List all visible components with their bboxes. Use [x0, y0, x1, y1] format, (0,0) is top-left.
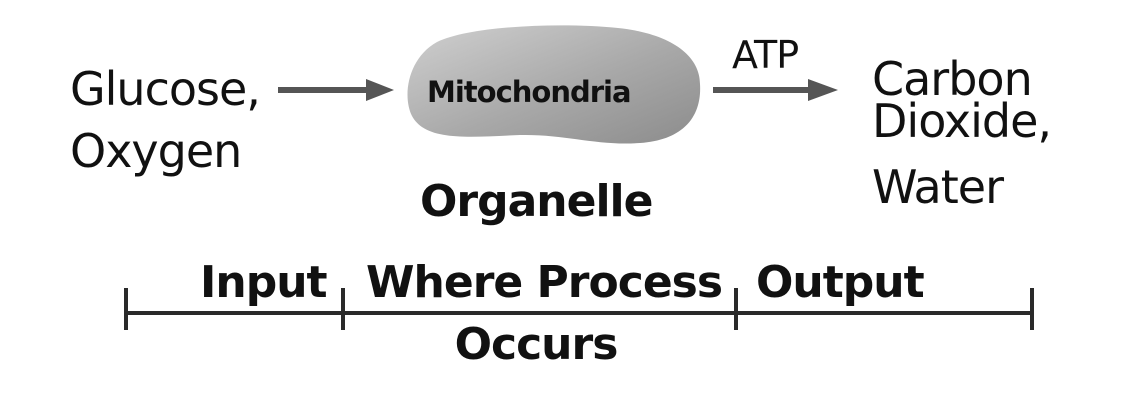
output-arrow [713, 79, 838, 101]
input-line-glucose: Glucose, [70, 62, 261, 116]
output-line-water: Water [872, 160, 1004, 214]
input-line-oxygen: Oxygen [70, 124, 242, 178]
organelle-label: Organelle [420, 176, 653, 227]
timeline-bar [124, 288, 1034, 330]
timeline-output-label: Output [756, 257, 925, 308]
output-substances: Carbon Dioxide, Water [872, 52, 1052, 214]
output-line-carbon: Carbon [872, 52, 1033, 106]
atp-label: ATP [732, 33, 799, 77]
output-line-dioxide: Dioxide, [872, 94, 1052, 148]
input-substances: Glucose, Oxygen [70, 58, 261, 182]
input-arrow [278, 79, 394, 101]
timeline-process-label: Where Process Occurs [366, 256, 723, 372]
timeline-process-label-line1: Where Process [366, 257, 723, 308]
timeline-input-label: Input [200, 257, 328, 308]
mitochondria-shape [407, 25, 701, 144]
mitochondria-label: Mitochondria [427, 75, 632, 109]
timeline-process-label-line2: Occurs [454, 319, 619, 370]
